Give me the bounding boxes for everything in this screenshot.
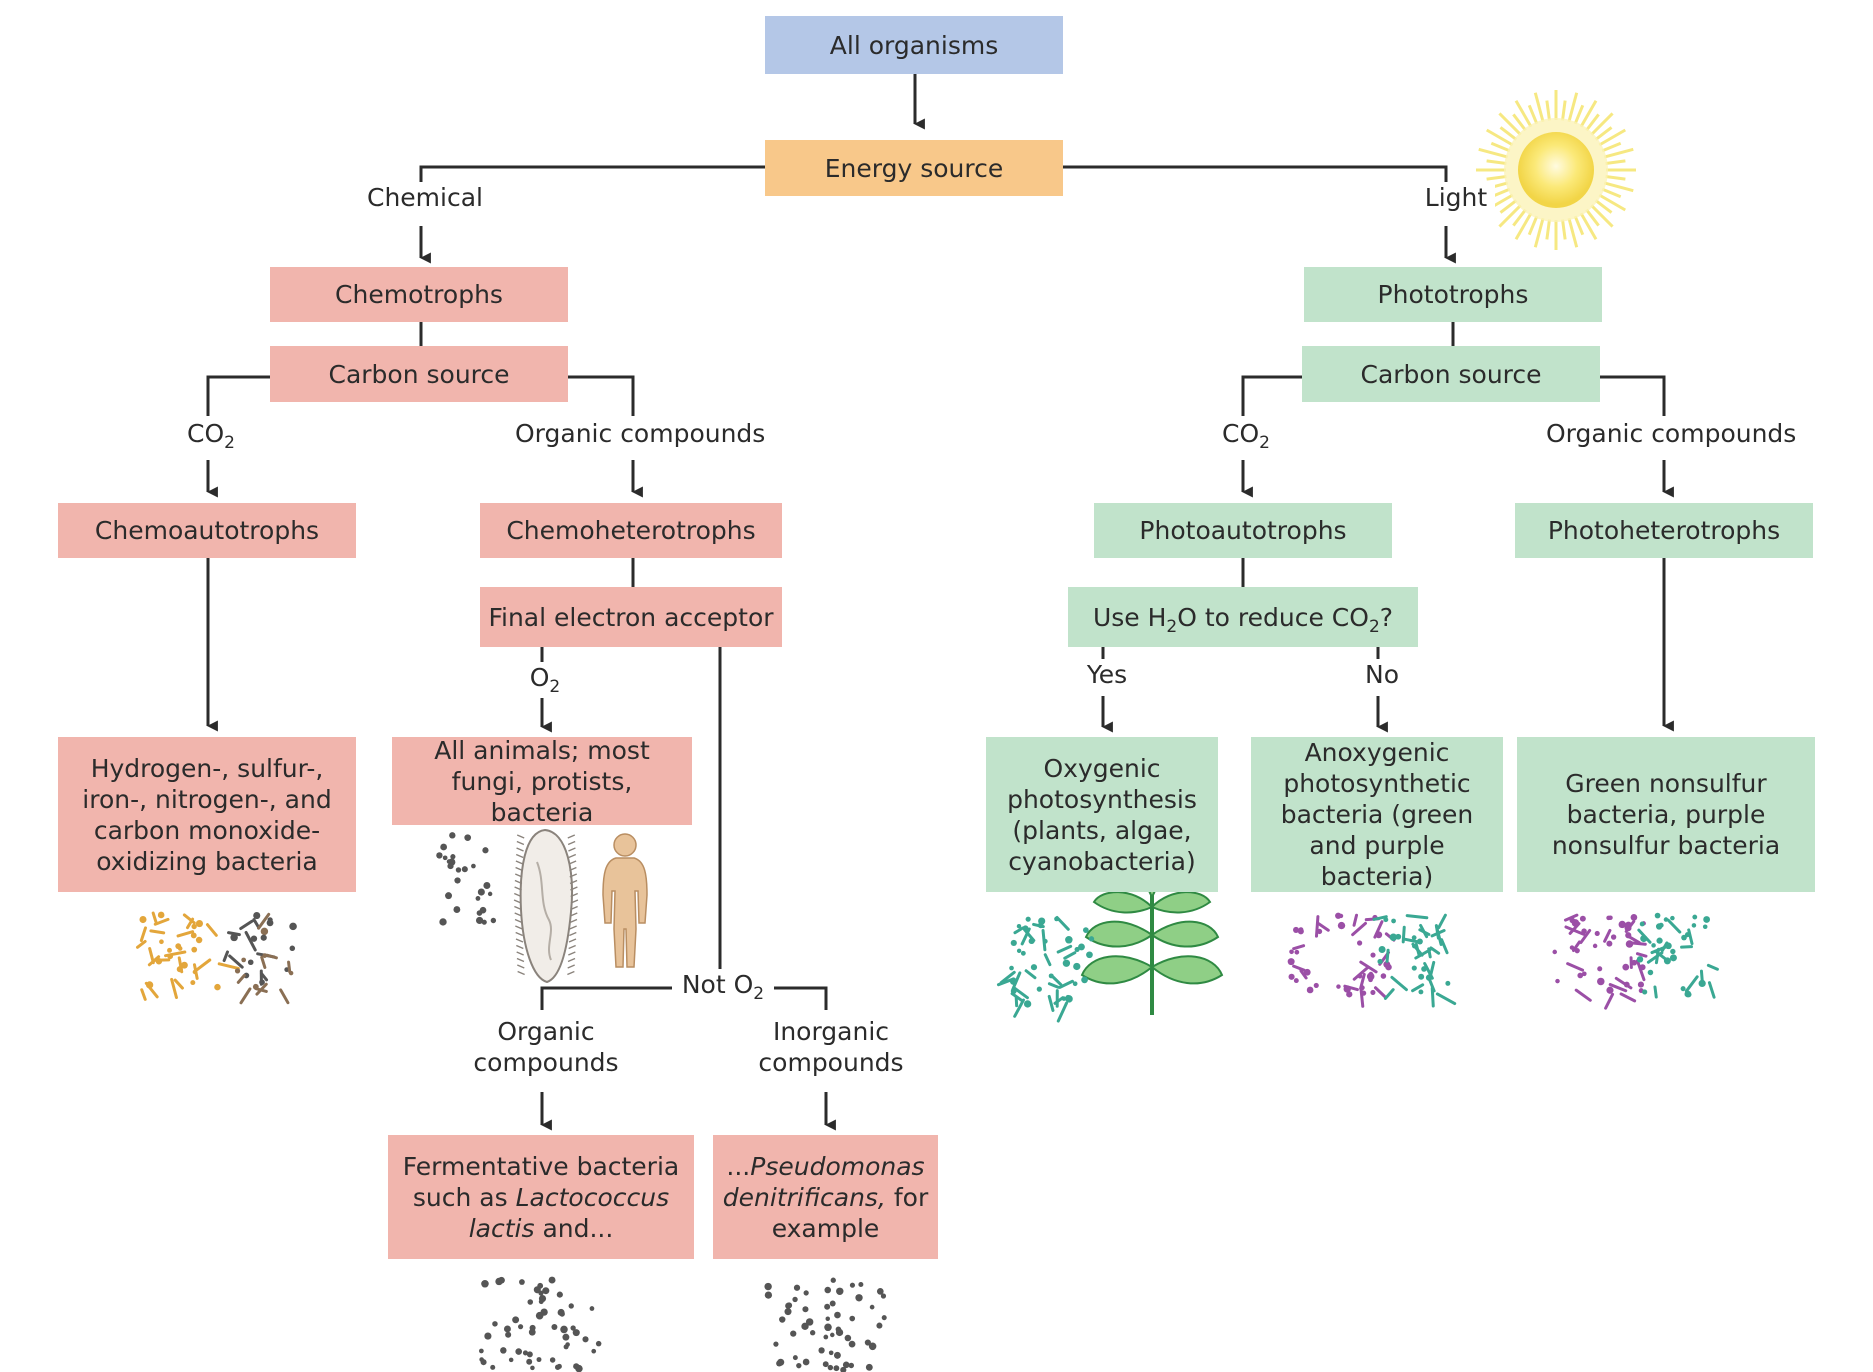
sun-icon: [1476, 90, 1636, 250]
anoxygenic-bacteria-box: Anoxygenic photosynthetic bacteria (gree…: [1251, 737, 1503, 892]
light-label: Light: [1417, 182, 1495, 213]
photoautotrophs-box: Photoautotrophs: [1094, 503, 1392, 558]
energy-source-label: Energy source: [824, 153, 1004, 183]
chemical-label: Chemical: [364, 182, 486, 213]
animals-fungi-label: All animals; most fungi, protists, bacte…: [434, 735, 650, 827]
all-organisms-box: All organisms: [765, 16, 1063, 74]
photo-carbon-source-label: Carbon source: [1360, 359, 1542, 389]
chemo-organic-label: Organic compounds: [512, 418, 765, 449]
use-h2o-question-box: Use H2O to reduce CO2?: [1068, 587, 1418, 647]
oxygenic-photosynthesis-box: Oxygenic photosynthesis (plants, algae, …: [986, 737, 1218, 892]
oxygenic-photosynthesis-label: Oxygenic photosynthesis (plants, algae, …: [1007, 753, 1197, 876]
chemoautotrophs-label: Chemoautotrophs: [94, 516, 320, 545]
paramecium-icon: [513, 828, 579, 984]
photo-co2-label: CO2: [1214, 418, 1278, 452]
pseudomonas-box: ...Pseudomonas denitrificans, for exampl…: [713, 1135, 938, 1259]
fermentative-bacteria-box: Fermentative bacteria such as Lactococcu…: [388, 1135, 694, 1259]
chemotrophs-label: Chemotrophs: [335, 280, 503, 309]
chemoautotrophs-box: Chemoautotrophs: [58, 503, 356, 558]
all-organisms-label: All organisms: [829, 30, 999, 60]
no-label: No: [1358, 659, 1406, 690]
phototrophs-box: Phototrophs: [1304, 267, 1602, 322]
use-h2o-question-label: Use H2O to reduce CO2?: [1092, 602, 1394, 637]
final-electron-acceptor-box: Final electron acceptor: [480, 587, 782, 647]
nonsulfur-bacteria-label: Green nonsulfur bacteria, purple nonsulf…: [1551, 769, 1781, 860]
chemo-carbon-source-label: Carbon source: [328, 359, 510, 389]
photo-organic-label: Organic compounds: [1543, 418, 1796, 449]
bacteria-cluster-icon: [136, 832, 1719, 1372]
final-electron-acceptor-label: Final electron acceptor: [488, 602, 774, 632]
plant-icon: [1080, 861, 1224, 1015]
anoxygenic-bacteria-label: Anoxygenic photosynthetic bacteria (gree…: [1280, 738, 1474, 891]
nonsulfur-bacteria-box: Green nonsulfur bacteria, purple nonsulf…: [1517, 737, 1815, 892]
animals-fungi-box: All animals; most fungi, protists, bacte…: [392, 735, 692, 827]
chemo-carbon-source-box: Carbon source: [270, 346, 568, 402]
line-energy-light: [1063, 165, 1448, 190]
chemotrophs-box: Chemotrophs: [270, 267, 568, 322]
photoheterotrophs-box: Photoheterotrophs: [1515, 503, 1813, 558]
yes-label: Yes: [1078, 659, 1136, 690]
inorganic-compounds-label: Inorganic compounds: [758, 1017, 904, 1077]
oxidizing-bacteria-box: Hydrogen-, sulfur-, iron-, nitrogen-, an…: [58, 737, 356, 892]
pseudomonas-label: ...Pseudomonas denitrificans, for exampl…: [722, 1151, 929, 1243]
human-icon: [602, 833, 648, 968]
chemo-co2-label: CO2: [179, 418, 243, 452]
not-o2-label: Not O2: [672, 969, 774, 1003]
energy-source-box: Energy source: [765, 140, 1063, 196]
organic-compounds-label: Organic compounds: [473, 1017, 619, 1077]
photoheterotrophs-label: Photoheterotrophs: [1547, 516, 1781, 545]
o2-label: O2: [521, 662, 569, 696]
fermentative-bacteria-label: Fermentative bacteria such as Lactococcu…: [402, 1151, 680, 1243]
chemoheterotrophs-box: Chemoheterotrophs: [480, 503, 782, 558]
chemoheterotrophs-label: Chemoheterotrophs: [506, 516, 756, 545]
phototrophs-label: Phototrophs: [1377, 280, 1529, 309]
photoautotrophs-label: Photoautotrophs: [1139, 516, 1347, 545]
oxidizing-bacteria-label: Hydrogen-, sulfur-, iron-, nitrogen-, an…: [82, 753, 332, 876]
photo-carbon-source-box: Carbon source: [1302, 346, 1600, 402]
